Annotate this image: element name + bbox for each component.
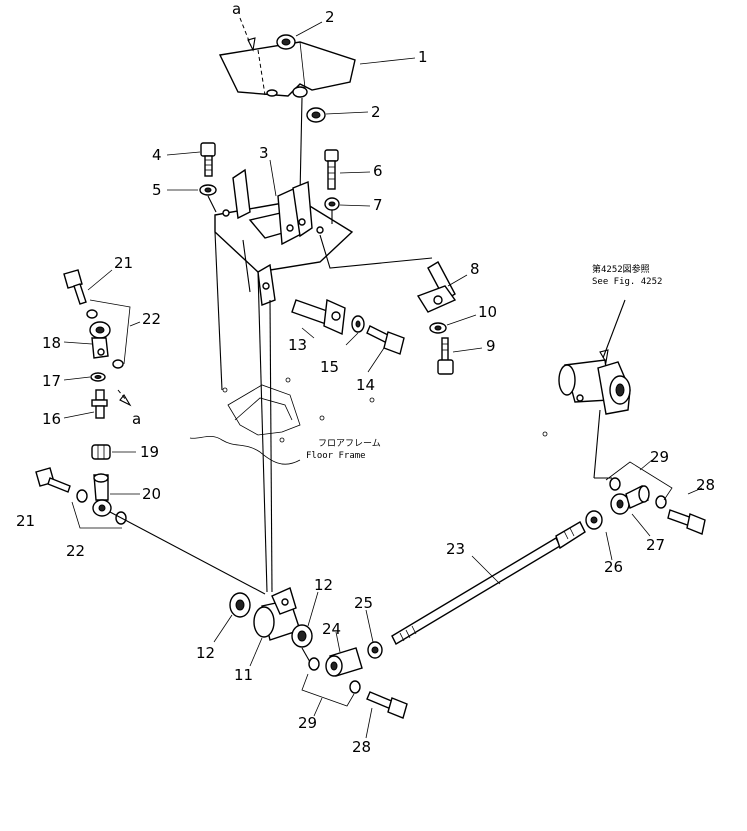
rod-end-part-18 <box>89 321 111 359</box>
part-number-labels: 1 2 2 3 4 5 6 7 8 9 10 11 12 12 13 14 15… <box>16 8 715 756</box>
lever-part-11 <box>253 587 301 641</box>
washer-part-29-right-a <box>609 477 621 491</box>
label-part-29-lower: 29 <box>298 714 317 732</box>
bushing-part-2-lower <box>306 107 326 123</box>
svg-text:a: a <box>132 410 141 428</box>
floor-frame-outline <box>189 377 548 465</box>
referenced-component <box>558 359 631 415</box>
label-part-23: 23 <box>446 540 465 558</box>
label-part-12-right: 12 <box>314 576 333 594</box>
reference-note-en: See Fig. 4252 <box>592 277 662 287</box>
label-part-19: 19 <box>140 443 159 461</box>
bracket-part-3 <box>214 168 354 306</box>
label-part-11: 11 <box>234 666 253 684</box>
reference-note-jp: 第4252図参照 <box>592 263 650 275</box>
label-part-21-upper: 21 <box>114 254 133 272</box>
bushing-part-12-right <box>291 624 313 648</box>
floor-frame-label-en: Floor Frame <box>306 451 366 461</box>
label-part-8: 8 <box>470 260 480 278</box>
nut-part-25 <box>367 641 383 659</box>
bolt-part-16 <box>91 389 108 419</box>
bushing-part-2-top <box>276 34 296 50</box>
nut-part-26 <box>585 510 603 530</box>
floor-frame-label-jp: フロアフレーム <box>318 438 381 449</box>
label-part-2-lower: 2 <box>371 103 381 121</box>
label-part-24: 24 <box>322 620 341 638</box>
label-part-3: 3 <box>259 144 269 162</box>
washer-part-29-lower-b <box>349 680 361 694</box>
rod-part-23 <box>391 521 586 645</box>
bolt-part-21-lower <box>35 467 71 493</box>
washer-part-22-upper-b <box>112 359 124 369</box>
label-part-14: 14 <box>356 376 375 394</box>
washer-part-22-lower-a <box>76 489 88 503</box>
label-part-13: 13 <box>288 336 307 354</box>
bolt-part-28-lower <box>366 691 408 719</box>
bushing-part-12-left <box>229 592 251 618</box>
label-part-5: 5 <box>152 181 162 199</box>
bolt-part-21-upper <box>63 269 87 305</box>
view-marker-a-top: a <box>232 0 256 52</box>
rod-end-part-24 <box>325 647 363 677</box>
washer-part-22-upper-a <box>86 309 98 319</box>
nut-part-19 <box>91 444 111 460</box>
label-part-17: 17 <box>42 372 61 390</box>
pin-part-13 <box>291 298 346 336</box>
svg-text:a: a <box>232 0 241 18</box>
bolt-part-9 <box>437 337 454 375</box>
lever-part-8 <box>416 261 457 313</box>
washer-part-29-right-b <box>655 495 667 509</box>
label-part-16: 16 <box>42 410 61 428</box>
washer-part-10 <box>429 322 447 334</box>
label-part-1: 1 <box>418 48 428 66</box>
label-part-29-right: 29 <box>650 448 669 466</box>
bolt-part-14 <box>366 325 405 355</box>
rod-end-part-20 <box>92 473 112 517</box>
nut-part-7 <box>324 197 340 211</box>
label-part-7: 7 <box>373 196 383 214</box>
pedal-part-1 <box>218 41 356 98</box>
washer-part-15 <box>351 315 365 333</box>
label-part-28-lower: 28 <box>352 738 371 756</box>
label-part-4: 4 <box>152 146 162 164</box>
bolt-part-28-right <box>667 509 706 535</box>
label-part-15: 15 <box>320 358 339 376</box>
label-part-12-left: 12 <box>196 644 215 662</box>
label-part-27: 27 <box>646 536 665 554</box>
label-part-22-upper: 22 <box>142 310 161 328</box>
label-part-9: 9 <box>486 337 496 355</box>
label-part-26: 26 <box>604 558 623 576</box>
rod-end-part-27 <box>610 485 650 515</box>
label-part-28-right: 28 <box>696 476 715 494</box>
bolt-part-6 <box>324 149 339 190</box>
label-part-18: 18 <box>42 334 61 352</box>
label-part-22-lower: 22 <box>66 542 85 560</box>
label-part-20: 20 <box>142 485 161 503</box>
washer-part-29-lower-a <box>308 657 320 671</box>
washer-part-5 <box>199 184 217 196</box>
label-part-2-top: 2 <box>325 8 335 26</box>
label-part-21-lower: 21 <box>16 512 35 530</box>
washer-part-17 <box>90 372 106 382</box>
view-marker-a-bottom: a <box>132 410 141 428</box>
bolt-part-4 <box>200 142 216 177</box>
leader-lines <box>63 21 703 739</box>
label-part-25: 25 <box>354 594 373 612</box>
label-part-6: 6 <box>373 162 383 180</box>
label-part-10: 10 <box>478 303 497 321</box>
